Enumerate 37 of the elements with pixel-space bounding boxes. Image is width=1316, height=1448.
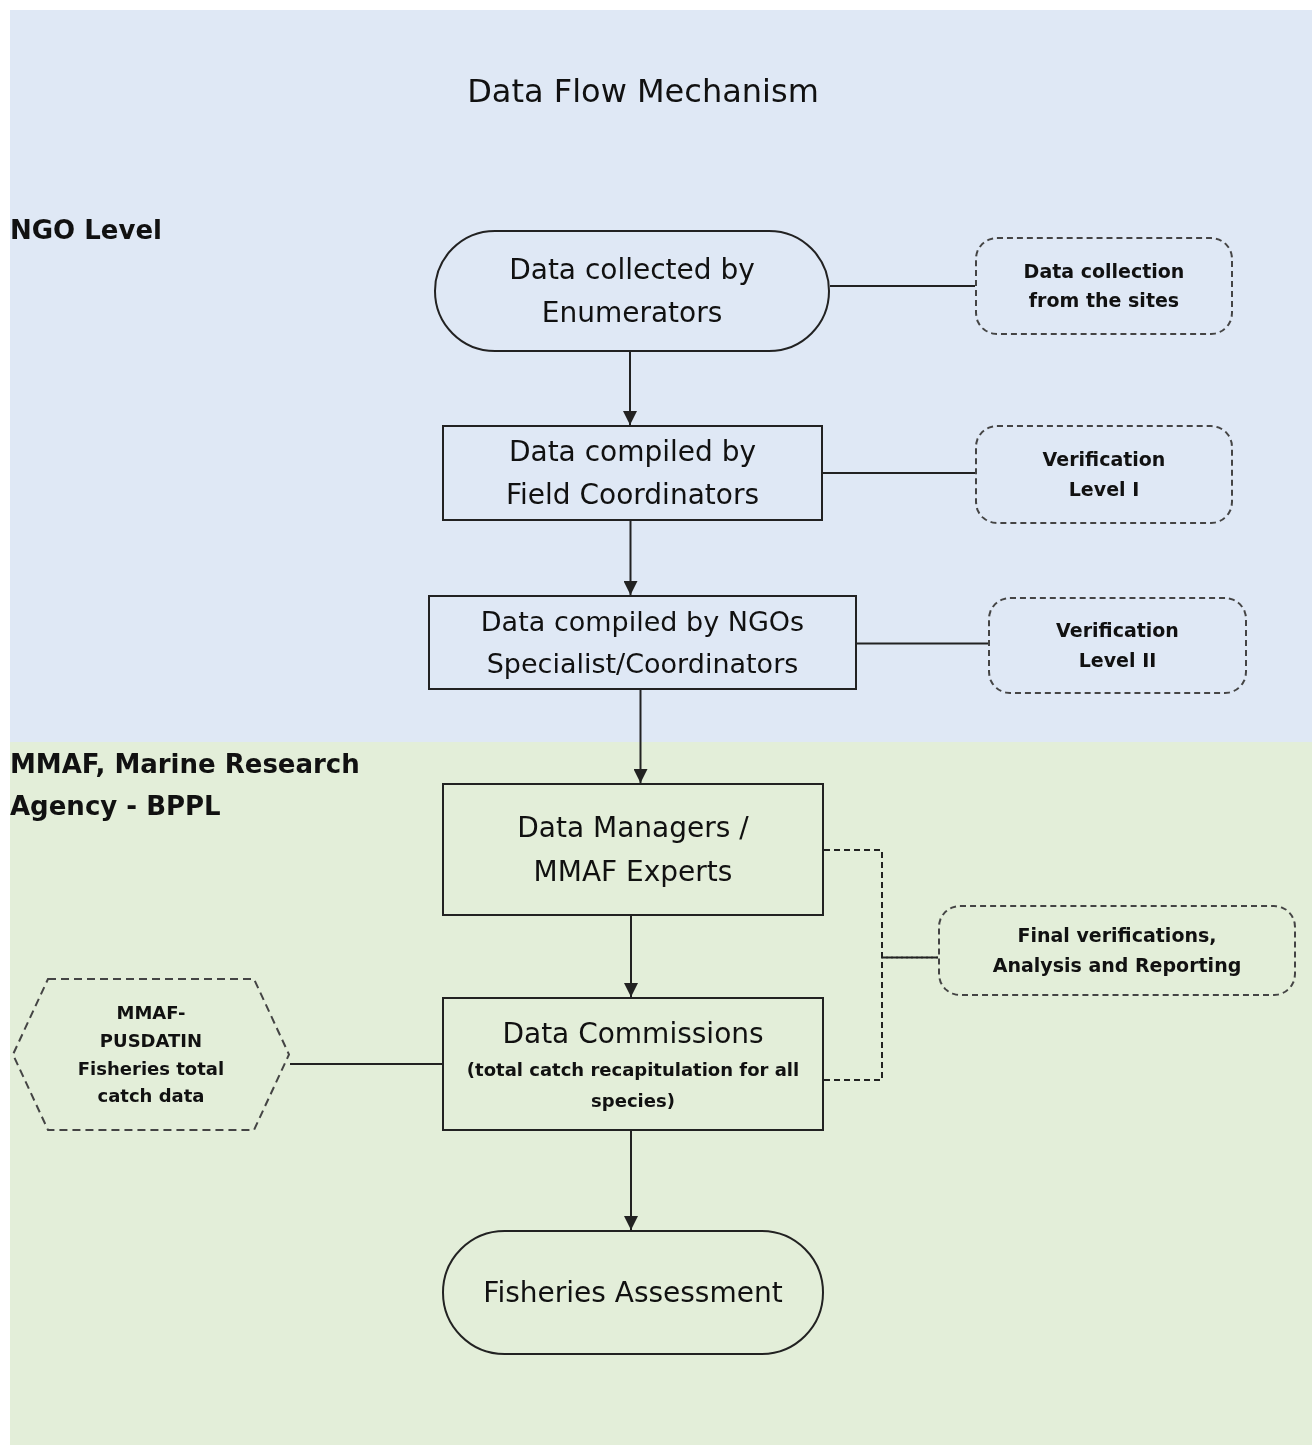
diagram-title: Data Flow Mechanism — [466, 72, 820, 110]
node-text: Verification Level I — [1041, 447, 1167, 502]
level-label: MMAF, Marine Research Agency - BPPL — [10, 748, 361, 823]
node-text: Data compiled by NGOs Specialist/Coordinators — [479, 604, 806, 681]
process-box — [442, 425, 823, 521]
node-text: Final verifications, Analysis and Reporting — [991, 923, 1243, 978]
node-subtext: (total catch recapitulation for all species) — [465, 1058, 801, 1113]
node-text: Data collection from the sites — [1022, 258, 1186, 313]
terminal-shape — [442, 1230, 824, 1355]
node-text: Data compiled by Field Coordinators — [505, 433, 760, 513]
band-background — [10, 742, 1312, 1445]
terminal-shape — [434, 230, 830, 352]
process-box — [442, 997, 824, 1131]
note-box — [988, 597, 1247, 694]
arrow — [623, 520, 638, 596]
node-text: Verification Level II — [1055, 618, 1180, 673]
node-text: Data Managers / MMAF Experts — [516, 810, 750, 890]
arrow — [633, 689, 648, 784]
arrow — [624, 915, 638, 998]
band-background — [10, 10, 1312, 742]
note-box — [975, 237, 1233, 335]
node-text: Data Commissions — [502, 1015, 764, 1052]
note-box — [938, 905, 1296, 996]
connector-line — [822, 472, 976, 474]
node-text: Fisheries Assessment — [483, 1274, 783, 1311]
level-label: NGO Level — [10, 214, 163, 247]
node-text: Data collected by Enumerators — [508, 251, 756, 331]
node-text: MMAF- PUSDATIN Fisheries total catch data — [76, 1000, 226, 1109]
process-box — [442, 783, 824, 916]
connector-line — [823, 956, 939, 1081]
note-box — [975, 425, 1233, 524]
connector-line — [289, 1063, 443, 1065]
connector-line — [856, 642, 989, 645]
process-box — [428, 595, 857, 690]
arrow — [623, 351, 637, 426]
arrow — [624, 1130, 638, 1231]
connector-line — [829, 285, 976, 287]
